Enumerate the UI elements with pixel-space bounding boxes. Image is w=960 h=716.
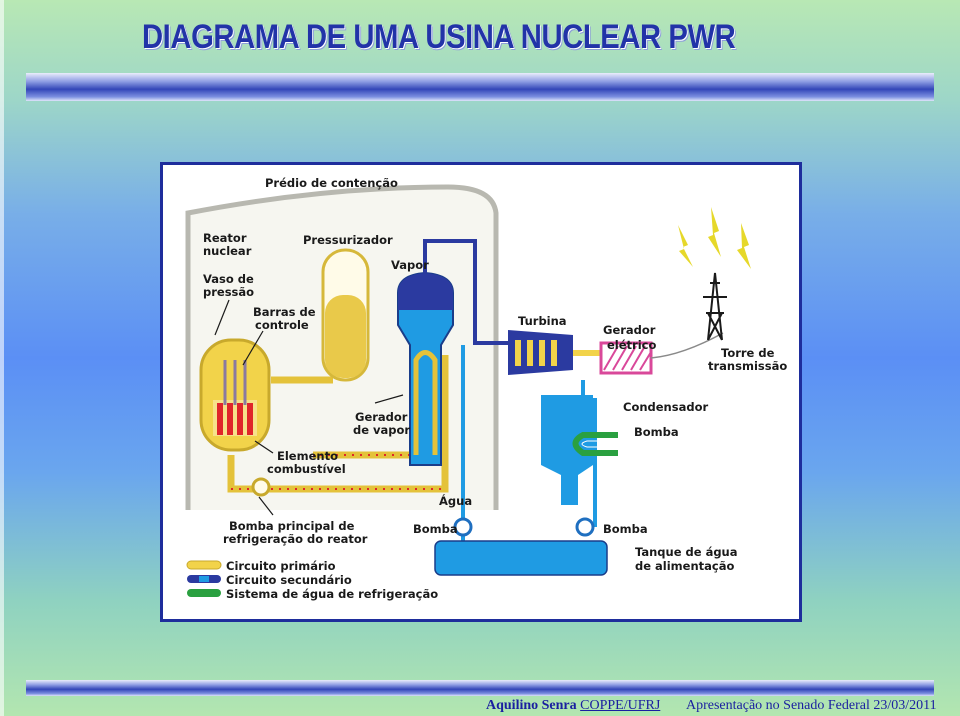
label-rods-2: controle bbox=[255, 318, 309, 332]
legend-label-cooling: Sistema de água de refrigeração bbox=[226, 587, 438, 601]
pressurizer bbox=[321, 248, 370, 382]
label-pressurizer: Pressurizador bbox=[303, 233, 393, 247]
lightning-bolt-icon bbox=[678, 207, 751, 269]
reactor-vessel bbox=[199, 338, 271, 452]
label-reactor-2: nuclear bbox=[203, 244, 252, 258]
label-reactor-1: Reator bbox=[203, 231, 247, 245]
legend: Circuito primário Circuito secundário Si… bbox=[186, 559, 438, 601]
label-tower-1: Torre de bbox=[721, 346, 775, 360]
label-containment: Prédio de contenção bbox=[265, 176, 398, 190]
main-coolant-pump bbox=[251, 477, 271, 497]
label-tower-2: transmissão bbox=[708, 359, 787, 373]
slide-title: DIAGRAMA DE UMA USINA NUCLEAR PWR bbox=[142, 18, 736, 56]
slide-edge bbox=[0, 0, 4, 716]
turbine bbox=[508, 330, 601, 375]
legend-swatch-cooling bbox=[187, 589, 221, 597]
label-tank-1: Tanque de água bbox=[635, 545, 738, 559]
transmission-tower-icon bbox=[703, 272, 727, 341]
label-turbine: Turbina bbox=[518, 314, 567, 328]
label-generator-1: Gerador bbox=[603, 323, 656, 337]
label-sg-2: de vapor bbox=[353, 423, 410, 437]
leader-lines bbox=[214, 299, 404, 516]
condenser bbox=[541, 395, 618, 505]
steam-generator bbox=[397, 271, 454, 466]
label-main-pump-2: refrigeração do reator bbox=[223, 532, 368, 546]
footer-event: Apresentação no Senado Federal bbox=[686, 698, 870, 713]
label-steam: Vapor bbox=[391, 258, 429, 272]
electric-generator bbox=[599, 332, 724, 375]
feed-pump-left bbox=[453, 517, 473, 537]
label-generator-2: elétrico bbox=[607, 338, 656, 352]
footer-date: 23/03/2011 bbox=[873, 698, 937, 713]
footer-institution: COPPE/UFRJ bbox=[580, 698, 661, 713]
footer-author: Aquilino Senra bbox=[486, 698, 577, 713]
legend-label-secondary: Circuito secundário bbox=[226, 573, 352, 587]
label-tank-2: de alimentação bbox=[635, 559, 734, 573]
footer-event-group: Apresentação no Senado Federal 23/03/201… bbox=[686, 698, 937, 714]
label-pump-condenser: Bomba bbox=[634, 425, 679, 439]
feedwater-tank bbox=[434, 540, 608, 576]
label-sg-1: Gerador bbox=[355, 410, 408, 424]
pwr-diagram: Prédio de contenção Reator nuclear Vaso … bbox=[160, 162, 802, 622]
title-decoration-band bbox=[26, 73, 934, 101]
footer-decoration-band bbox=[26, 680, 934, 696]
label-main-pump-1: Bomba principal de bbox=[229, 519, 355, 533]
label-pump-left: Bomba bbox=[413, 522, 458, 536]
legend-swatch-primary bbox=[186, 560, 222, 570]
label-rods-1: Barras de bbox=[253, 305, 316, 319]
label-condenser: Condensador bbox=[623, 400, 708, 414]
label-vessel-2: pressão bbox=[203, 285, 254, 299]
label-fuel-1: Elemento bbox=[277, 449, 338, 463]
label-pump-right: Bomba bbox=[603, 522, 648, 536]
feed-pump-right bbox=[575, 517, 595, 537]
footer: Aquilino Senra COPPE/UFRJ Apresentação n… bbox=[486, 698, 937, 714]
label-vessel-1: Vaso de bbox=[203, 272, 254, 286]
legend-label-primary: Circuito primário bbox=[226, 559, 336, 573]
label-fuel-2: combustível bbox=[267, 462, 346, 476]
label-water: Água bbox=[439, 493, 472, 508]
